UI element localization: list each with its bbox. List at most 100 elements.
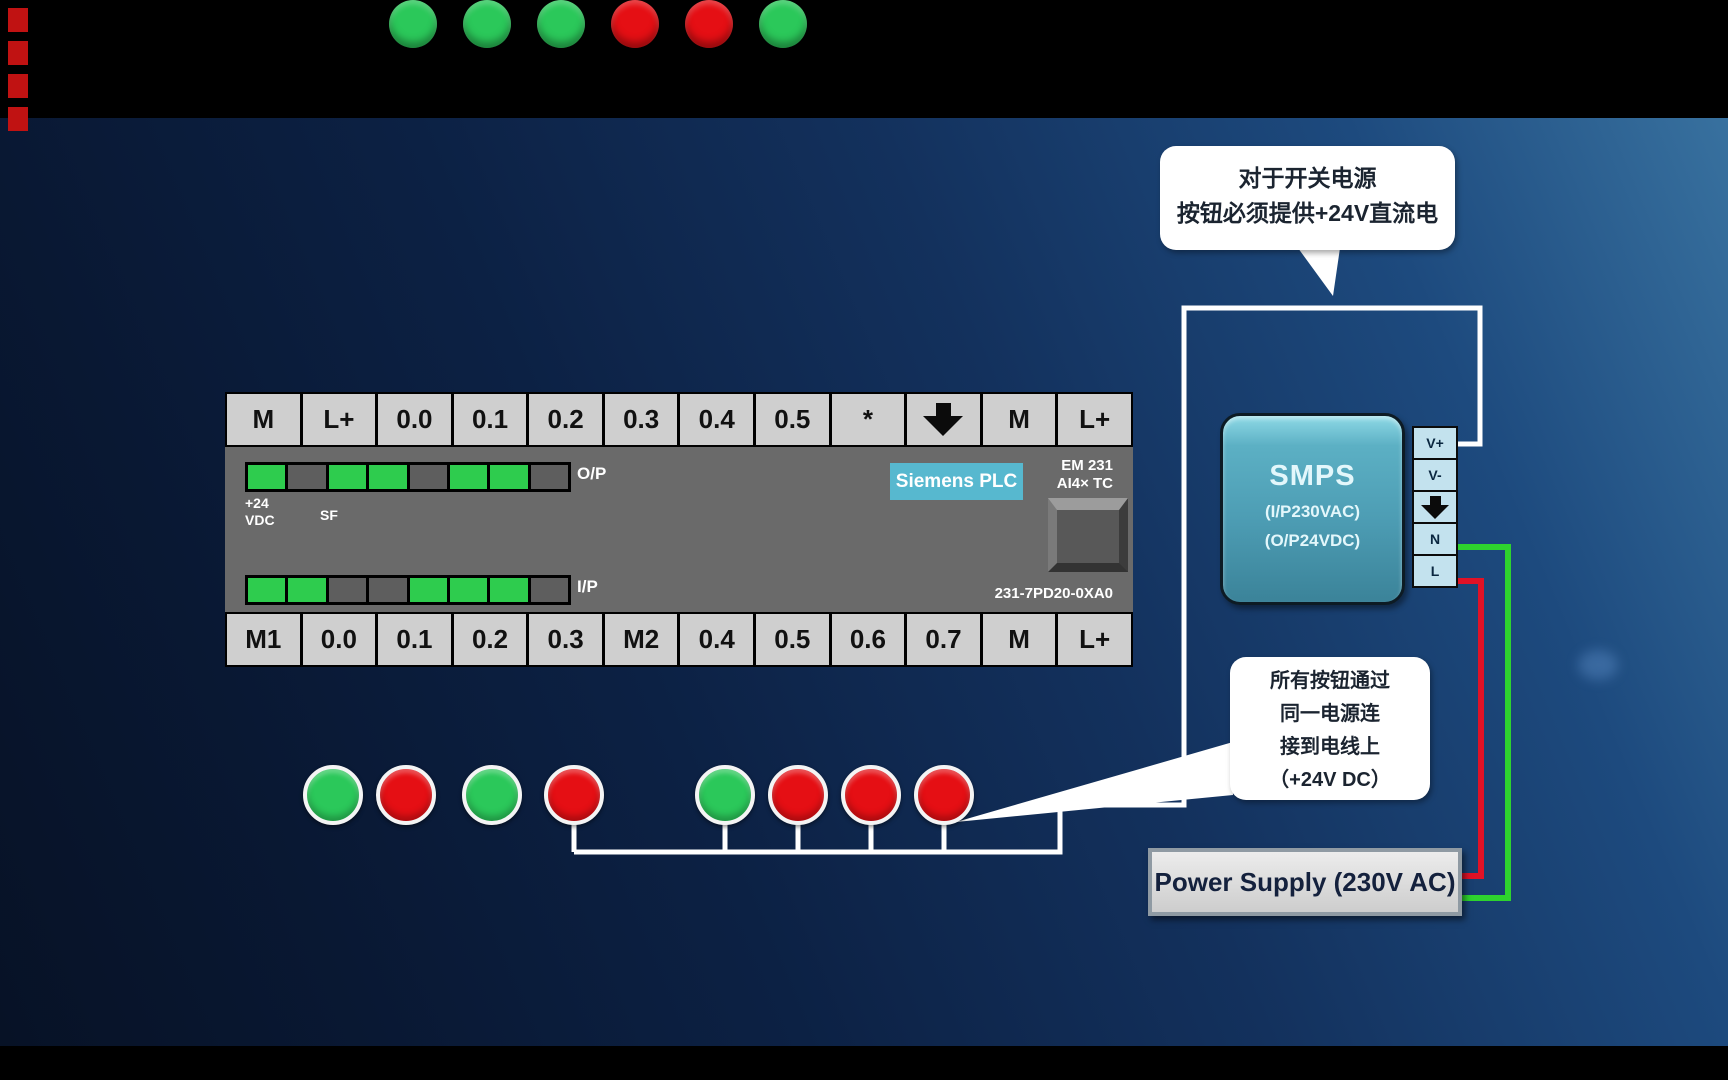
letterbox-top	[0, 0, 1728, 118]
strip-led	[328, 465, 367, 489]
power-supply-box: Power Supply (230V AC)	[1148, 848, 1462, 916]
corner-red-mark	[8, 74, 28, 98]
terminal-down-arrow	[907, 394, 980, 445]
callout-right-pointer	[956, 742, 1233, 822]
output-led-strip	[245, 462, 571, 492]
terminal: 0.2	[453, 614, 527, 665]
wire-line-red	[1458, 578, 1484, 879]
smps-output-rating: (O/P24VDC)	[1264, 531, 1361, 550]
corner-red-mark	[8, 107, 28, 131]
corner-red-mark	[8, 8, 28, 32]
callout-top-pointer	[1298, 248, 1340, 296]
part-number-label: 231-7PD20-0XA0	[994, 585, 1113, 602]
terminal: 0.4	[680, 614, 754, 665]
strip-led	[369, 465, 407, 489]
lens-flare-spot	[1578, 650, 1618, 680]
indicator-led	[389, 0, 437, 48]
plc-bottom-terminal-row: M1 0.0 0.1 0.2 0.3 M2 0.4 0.5 0.6 0.7 M …	[225, 612, 1133, 667]
letterbox-bottom	[0, 1046, 1728, 1080]
strip-led	[490, 578, 528, 602]
terminal: 0.7	[907, 614, 980, 665]
indicator-led	[611, 0, 659, 48]
callout-buttons-common-wire: 所有按钮通过 同一电源连 接到电线上 （+24V DC）	[1230, 657, 1430, 800]
terminal: 0.5	[756, 614, 829, 665]
smps-terminal-strip: V+ V- N L	[1412, 426, 1458, 588]
push-button	[462, 765, 522, 825]
push-button	[768, 765, 828, 825]
callout-smps-24v: 对于开关电源 按钮必须提供+24V直流电	[1160, 146, 1455, 250]
wire-24v-white	[574, 305, 1483, 855]
terminal: 0.5	[756, 394, 829, 445]
strip-led	[449, 465, 488, 489]
input-strip-label: I/P	[577, 577, 598, 596]
callout-text: 接到电线上	[1280, 736, 1380, 758]
wire-neutral-green	[1458, 544, 1511, 901]
terminal: L+	[1058, 614, 1131, 665]
expansion-socket	[1048, 498, 1128, 572]
smps-terminal-down-arrow	[1412, 490, 1458, 524]
smps-input-rating: (I/P230VAC)	[1264, 502, 1361, 521]
callout-text: 所有按钮通过	[1270, 670, 1390, 692]
push-button	[544, 765, 604, 825]
smps-terminal: V-	[1412, 458, 1458, 492]
strip-led	[288, 578, 326, 602]
indicator-led	[463, 0, 511, 48]
terminal: L+	[1058, 394, 1131, 445]
strip-led	[490, 465, 528, 489]
terminal: 0.1	[453, 394, 527, 445]
strip-led	[530, 465, 568, 489]
push-button	[914, 765, 974, 825]
strip-led	[449, 578, 488, 602]
terminal: 0.6	[831, 614, 905, 665]
push-button	[841, 765, 901, 825]
down-arrow-icon	[1421, 495, 1449, 519]
terminal: 0.3	[604, 394, 678, 445]
plc-module: M L+ 0.0 0.1 0.2 0.3 0.4 0.5 * M L+	[225, 392, 1133, 667]
terminal: 0.3	[529, 614, 602, 665]
terminal: L+	[302, 394, 376, 445]
terminal: *	[831, 394, 905, 445]
terminal: M	[227, 394, 300, 445]
callout-text: （+24V DC）	[1269, 769, 1391, 791]
terminal: M2	[604, 614, 678, 665]
indicator-led	[685, 0, 733, 48]
strip-led	[409, 465, 447, 489]
push-button	[376, 765, 436, 825]
smps-terminal: N	[1412, 522, 1458, 556]
sf-label: SF	[320, 507, 338, 523]
output-strip-label: O/P	[577, 464, 607, 483]
terminal: M1	[227, 614, 300, 665]
indicator-led	[759, 0, 807, 48]
plc-top-terminal-row: M L+ 0.0 0.1 0.2 0.3 0.4 0.5 * M L+	[225, 392, 1133, 447]
terminal: 0.2	[529, 394, 602, 445]
terminal: 0.0	[378, 394, 451, 445]
terminal: M	[982, 394, 1056, 445]
terminal: 0.4	[680, 394, 754, 445]
indicator-led	[537, 0, 585, 48]
strip-led	[248, 465, 286, 489]
input-led-strip	[245, 575, 571, 605]
callout-text: 同一电源连	[1280, 703, 1380, 725]
terminal: M	[982, 614, 1056, 665]
strip-led	[328, 578, 367, 602]
smps-title: SMPS	[1269, 460, 1356, 492]
terminal: 0.0	[302, 614, 376, 665]
strip-led	[248, 578, 286, 602]
smps-block: SMPS (I/P230VAC) (O/P24VDC)	[1220, 413, 1405, 605]
strip-led	[409, 578, 447, 602]
push-button	[303, 765, 363, 825]
terminal: 0.1	[378, 614, 451, 665]
strip-led	[369, 578, 407, 602]
corner-red-mark	[8, 41, 28, 65]
siemens-plc-badge: Siemens PLC	[890, 463, 1023, 500]
smps-terminal: V+	[1412, 426, 1458, 460]
callout-text: 对于开关电源	[1238, 165, 1377, 191]
power-supply-label: Power Supply (230V AC)	[1154, 866, 1456, 897]
callout-text: 按钮必须提供+24V直流电	[1176, 200, 1439, 226]
smps-terminal: L	[1412, 554, 1458, 588]
